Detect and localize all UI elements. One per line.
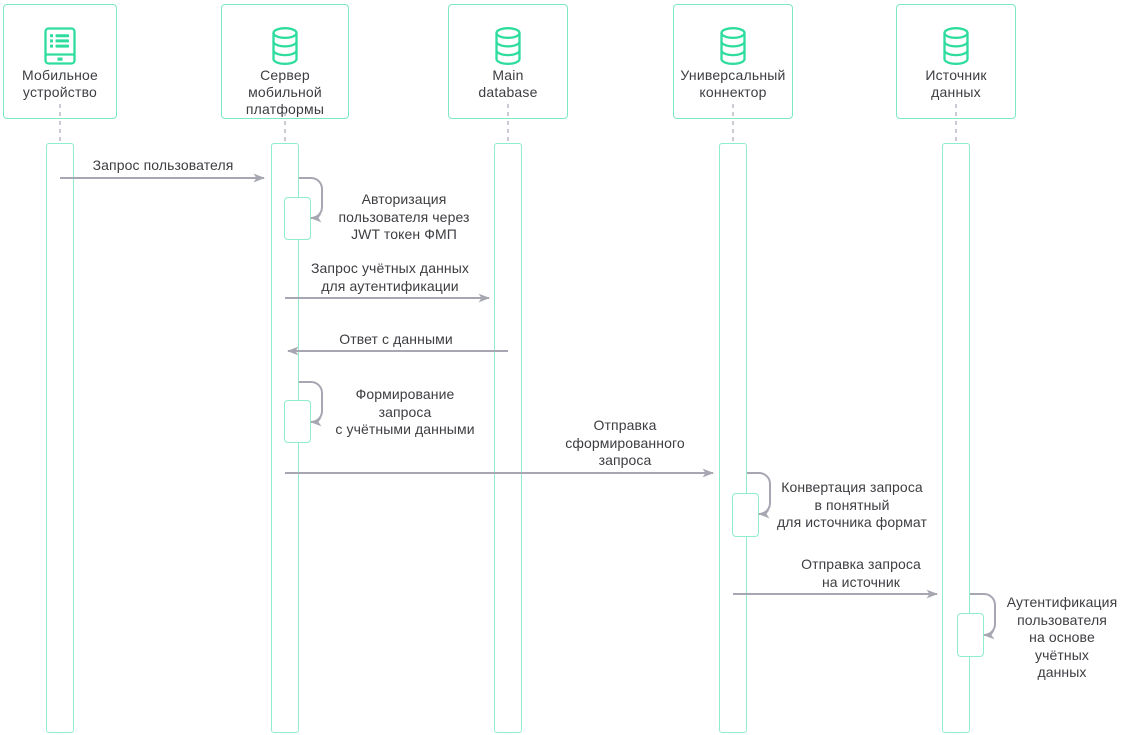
device-icon	[44, 27, 76, 70]
message-label: Отправка сформированного запроса	[565, 417, 685, 468]
message-label: Конвертация запроса в понятный для источ…	[777, 479, 927, 530]
participant-main-database: Main database	[448, 4, 568, 119]
participant-mobile-device: Мобильное устройство	[3, 4, 117, 119]
sub-activation-request-forming	[284, 400, 311, 443]
message-label: Запрос учётных данных для аутентификации	[310, 260, 470, 294]
participant-data-source: Источник данных	[896, 4, 1016, 119]
participant-label: Main database	[478, 67, 538, 100]
sub-activation-authorization	[284, 197, 311, 240]
database-icon	[269, 27, 301, 70]
activation-bar-mobile-device	[46, 143, 74, 733]
sub-activation-authentication	[957, 613, 984, 657]
participant-mobile-platform-server: Сервер мобильной платформы	[221, 4, 349, 119]
activation-bar-main-database	[494, 143, 522, 733]
activation-bar-universal-connector	[719, 143, 747, 733]
message-label: Ответ с данными	[339, 331, 453, 347]
message-label: Авторизация пользователя через JWT токен…	[338, 191, 470, 242]
participant-label: Мобильное устройство	[21, 67, 98, 100]
participant-label: Сервер мобильной платформы	[245, 67, 325, 117]
message-label: Отправка запроса на источник	[801, 556, 921, 590]
participant-label: Источник данных	[925, 67, 987, 100]
participant-universal-connector: Универсальный коннектор	[673, 4, 793, 119]
sub-activation-request-conversion	[732, 493, 759, 537]
database-icon	[940, 27, 972, 70]
database-icon	[717, 27, 749, 70]
message-label: Запрос пользователя	[92, 157, 234, 173]
message-label: Аутентификация пользователя на основе уч…	[1006, 594, 1118, 680]
message-label: Формирование запроса с учётными данными	[335, 386, 475, 437]
participant-label: Универсальный коннектор	[680, 67, 786, 100]
database-icon	[492, 27, 524, 70]
